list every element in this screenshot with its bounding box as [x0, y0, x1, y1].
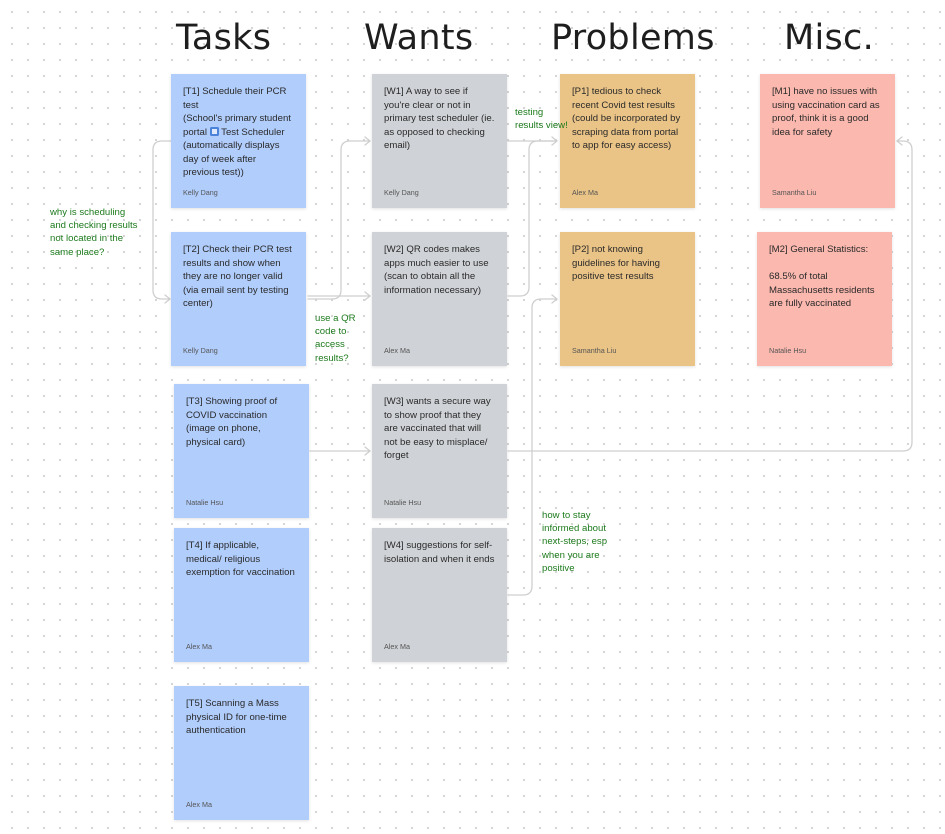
problems-heading: Problems — [551, 18, 715, 58]
want-w1-author: Kelly Dang — [384, 188, 419, 197]
connector-w2-p1 — [507, 140, 558, 297]
task-t2-text: [T2] Check their PCR test results and sh… — [183, 244, 292, 309]
task-t5-author: Alex Ma — [186, 800, 212, 809]
connector-w3-m1 — [507, 140, 913, 452]
task-t4-author: Alex Ma — [186, 642, 212, 651]
misc-m2-author: Natalie Hsu — [769, 346, 807, 355]
misc-m2-text: [M2] General Statistics: 68.5% of total … — [769, 244, 875, 309]
task-sticky-t4[interactable]: [T4] If applicable, medical/ religious e… — [174, 528, 309, 662]
problem-p2-author: Samantha Liu — [572, 346, 617, 355]
want-sticky-w4[interactable]: [W4] suggestions for self-isolation and … — [372, 528, 507, 662]
misc-heading: Misc. — [784, 18, 875, 58]
want-w4-text: [W4] suggestions for self-isolation and … — [384, 540, 495, 565]
connector-w4-p2 — [507, 298, 558, 596]
task-t3-text: [T3] Showing proof of COVID vaccination … — [186, 396, 278, 448]
misc-sticky-m2[interactable]: [M2] General Statistics: 68.5% of total … — [757, 232, 892, 366]
task-t1-author: Kelly Dang — [183, 188, 218, 197]
want-w1-text: [W1] A way to see if you're clear or not… — [384, 86, 495, 151]
want-sticky-w2[interactable]: [W2] QR codes makes apps much easier to … — [372, 232, 507, 366]
want-w3-text: [W3] wants a secure way to show proof th… — [384, 396, 491, 461]
want-sticky-w3[interactable]: [W3] wants a secure way to show proof th… — [372, 384, 507, 518]
note-testing-results[interactable]: testing results view! — [515, 107, 568, 132]
connector-t1-t2 — [152, 140, 172, 300]
scheduler-icon — [209, 126, 219, 136]
problem-p2-text: [P2] not knowing guidelines for having p… — [572, 244, 661, 282]
want-w2-author: Alex Ma — [384, 346, 410, 355]
task-t1-text: [T1] Schedule their PCR test (School's p… — [183, 86, 291, 178]
problem-sticky-p1[interactable]: [P1] tedious to check recent Covid test … — [560, 74, 695, 208]
task-t4-text: [T4] If applicable, medical/ religious e… — [186, 540, 295, 578]
task-sticky-t2[interactable]: [T2] Check their PCR test results and sh… — [171, 232, 306, 366]
misc-m1-author: Samantha Liu — [772, 188, 817, 197]
problem-sticky-p2[interactable]: [P2] not knowing guidelines for having p… — [560, 232, 695, 366]
connector-t2-w1 — [307, 140, 371, 300]
problem-p1-text: [P1] tedious to check recent Covid test … — [572, 86, 681, 151]
note-scheduling[interactable]: why is scheduling and checking results n… — [50, 207, 138, 258]
want-w3-author: Natalie Hsu — [384, 498, 422, 507]
note-qr-code[interactable]: use a QR code to access results? — [315, 313, 356, 364]
want-sticky-w1[interactable]: [W1] A way to see if you're clear or not… — [372, 74, 507, 208]
task-t3-author: Natalie Hsu — [186, 498, 224, 507]
task-sticky-t5[interactable]: [T5] Scanning a Mass physical ID for one… — [174, 686, 309, 820]
task-sticky-t1[interactable]: [T1] Schedule their PCR test (School's p… — [171, 74, 306, 208]
misc-sticky-m1[interactable]: [M1] have no issues with using vaccinati… — [760, 74, 895, 208]
misc-m1-text: [M1] have no issues with using vaccinati… — [772, 86, 880, 138]
problem-p1-author: Alex Ma — [572, 188, 598, 197]
note-stay-informed[interactable]: how to stay informed about next-steps, e… — [542, 510, 608, 574]
task-sticky-t3[interactable]: [T3] Showing proof of COVID vaccination … — [174, 384, 309, 518]
want-w4-author: Alex Ma — [384, 642, 410, 651]
tasks-heading: Tasks — [176, 18, 272, 58]
wants-heading: Wants — [364, 18, 474, 58]
want-w2-text: [W2] QR codes makes apps much easier to … — [384, 244, 489, 296]
task-t5-text: [T5] Scanning a Mass physical ID for one… — [186, 698, 287, 736]
task-t2-author: Kelly Dang — [183, 346, 218, 355]
